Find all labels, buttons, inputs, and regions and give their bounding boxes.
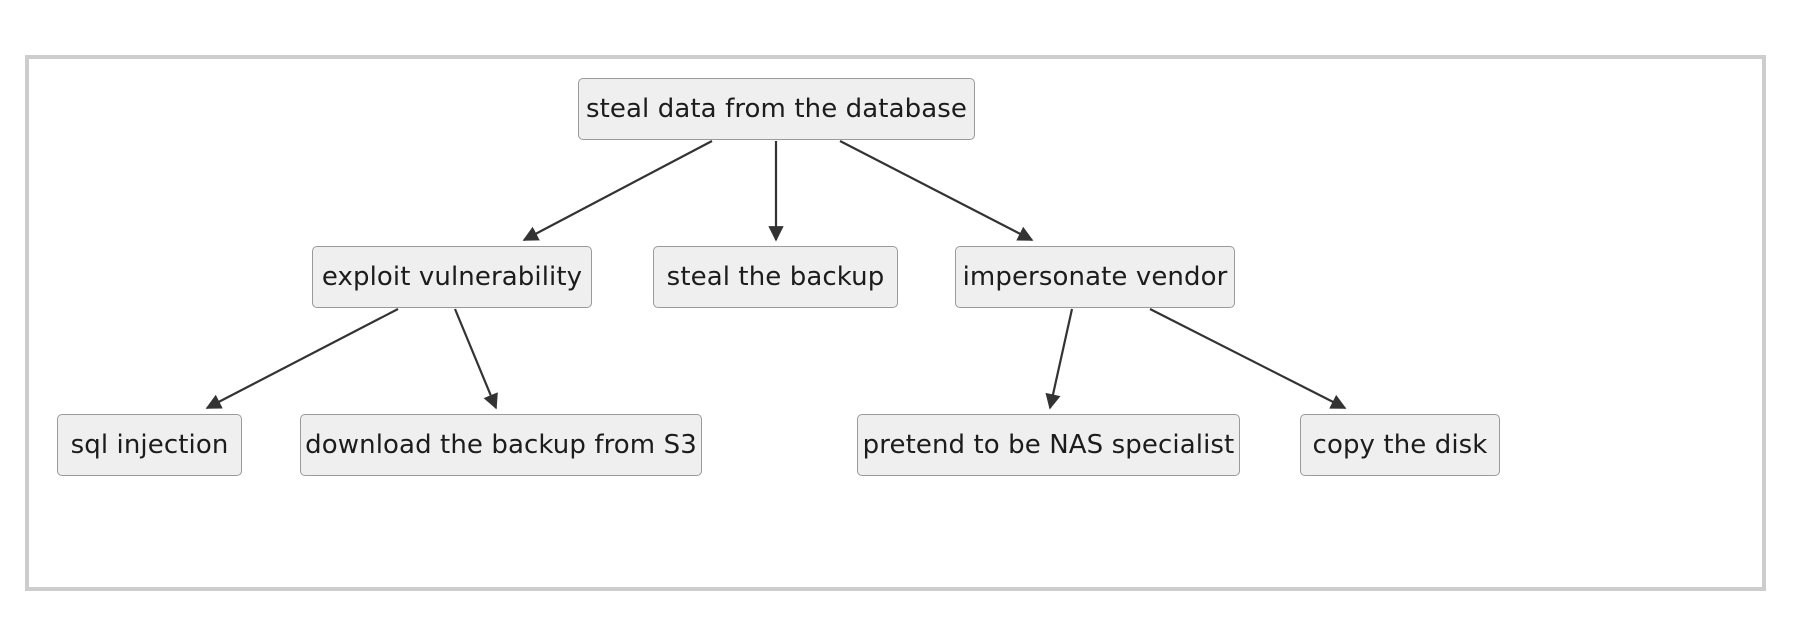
node-steal-the-backup-label: steal the backup	[666, 262, 885, 292]
node-exploit-vulnerability[interactable]: exploit vulnerability	[312, 246, 592, 308]
node-download-the-backup-from-s3-label: download the backup from S3	[305, 430, 697, 460]
node-pretend-to-be-nas-specialist[interactable]: pretend to be NAS specialist	[857, 414, 1240, 476]
node-root[interactable]: steal data from the database	[578, 78, 975, 140]
node-sql-injection-label: sql injection	[70, 430, 229, 460]
node-impersonate-vendor-label: impersonate vendor	[962, 262, 1228, 292]
node-copy-the-disk[interactable]: copy the disk	[1300, 414, 1500, 476]
node-pretend-to-be-nas-specialist-label: pretend to be NAS specialist	[862, 430, 1235, 460]
node-download-the-backup-from-s3[interactable]: download the backup from S3	[300, 414, 702, 476]
node-root-label: steal data from the database	[585, 94, 968, 124]
node-steal-the-backup[interactable]: steal the backup	[653, 246, 898, 308]
node-copy-the-disk-label: copy the disk	[1312, 430, 1488, 460]
node-impersonate-vendor[interactable]: impersonate vendor	[955, 246, 1235, 308]
node-sql-injection[interactable]: sql injection	[57, 414, 242, 476]
node-exploit-vulnerability-label: exploit vulnerability	[321, 262, 583, 292]
